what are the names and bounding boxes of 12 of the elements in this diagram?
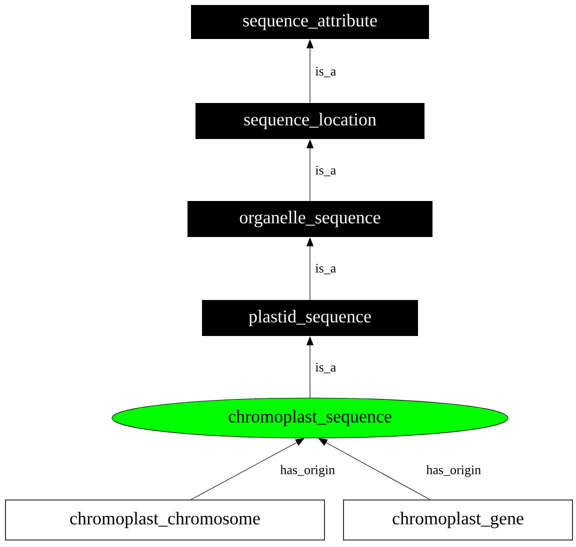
term-box: plastid_sequence <box>202 300 418 336</box>
edge-label: is_a <box>314 66 338 78</box>
edge-label: is_a <box>314 164 338 178</box>
term-box: chromoplast_chromosome <box>5 500 325 540</box>
term-box: sequence_attribute <box>191 5 429 39</box>
term-box: organelle_sequence <box>188 201 432 237</box>
term-box: chromoplast_gene <box>343 500 573 540</box>
edge-label: has_origin <box>425 464 482 478</box>
edge-label: is_a <box>314 262 338 276</box>
edge-label: is_a <box>314 362 338 374</box>
term-box: sequence_location <box>196 103 424 139</box>
edge-label: has_origin <box>279 464 336 478</box>
